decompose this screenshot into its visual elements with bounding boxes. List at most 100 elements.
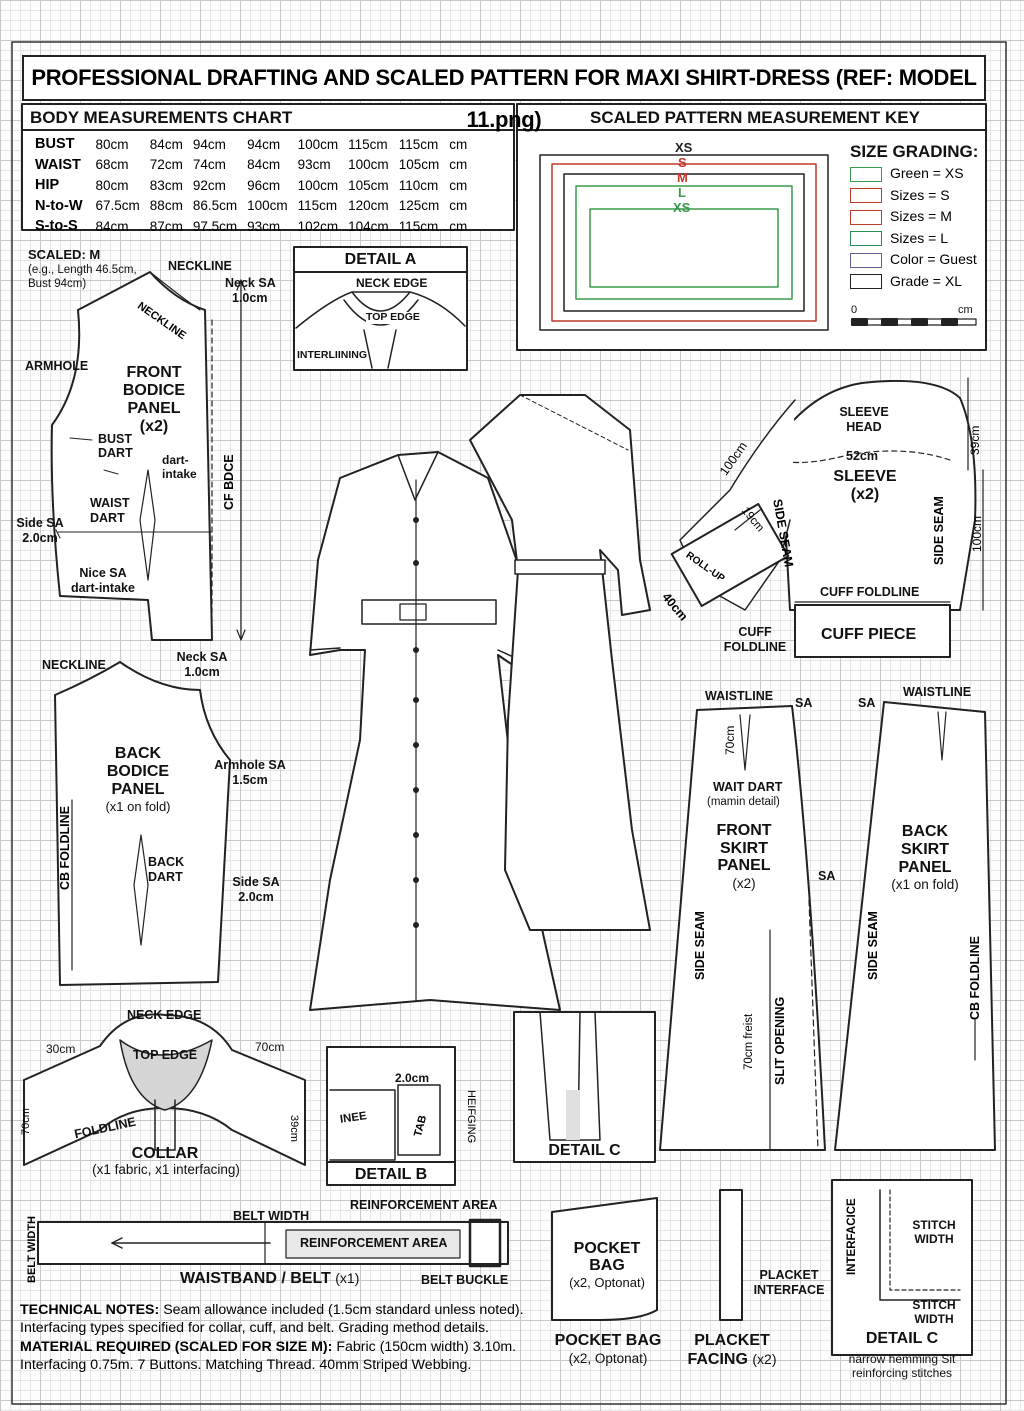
sleeve-cuff-foldline: CUFF FOLDLINE (820, 585, 920, 599)
page-title: PROFESSIONAL DRAFTING AND SCALED PATTERN… (22, 55, 986, 132)
dart-intake-label: dart-intake (162, 453, 197, 481)
detail-a-title: DETAIL A (344, 251, 417, 268)
measurement-unit: cm (449, 136, 468, 152)
grading-swatch (850, 231, 882, 247)
collar-neck-edge: NECK EDGE (127, 1008, 202, 1022)
measurement-value: 102cm (297, 218, 339, 234)
measurement-value: 84cm (247, 157, 281, 173)
placket-interface-1: PLACKET (759, 1268, 819, 1282)
waist-dart-1: WAIST (90, 496, 130, 510)
measurement-unit: cm (449, 198, 468, 214)
front-bodice-title: FRONT BODICE PANEL (x2) (104, 364, 204, 436)
front-bodice-title-2: BODICE (122, 382, 186, 399)
armhole-label: ARMHOLE (25, 359, 89, 373)
reinforcement-top: REINFORCEMENT AREA (350, 1198, 498, 1212)
belt-width-label: BELT WIDTH (233, 1209, 310, 1223)
detail-a-interlining: INTERLIINING (297, 349, 367, 361)
measurement-value: 94cm (192, 136, 226, 152)
measurement-value: 67.5cm (95, 198, 140, 214)
measurement-value: 93cm (247, 218, 281, 234)
front-skirt-title: FRONT SKIRT PANEL (x2) (700, 822, 788, 892)
placket-facing-2: FACING (687, 1351, 748, 1368)
grading-item: Sizes = L (850, 230, 948, 247)
back-side-sa-1: Side SA (232, 875, 280, 889)
collar-width-70: 70cm (255, 1040, 285, 1054)
scaled-size: SCALED: M (28, 247, 101, 262)
belt-title: WAISTBAND / BELT (x1) (180, 1270, 359, 1288)
placket-interface-2: INTERFACE (753, 1283, 825, 1297)
wait-dart-sub: (mamin detail) (707, 796, 780, 808)
front-skirt-title-1: FRONT (716, 822, 772, 839)
measurement-value: 87cm (149, 218, 183, 234)
front-bodice-title-1: FRONT (126, 364, 182, 381)
scale-unit: cm (958, 304, 973, 316)
grading-label: Sizes = S (890, 186, 950, 203)
belt-qty: (x1) (335, 1270, 360, 1286)
sleeve-side-seam-right: SIDE SEAM (932, 496, 946, 565)
detail-b-hem: HEIFGING (465, 1090, 477, 1144)
cb-foldline-label: CB FOLDLINE (58, 805, 72, 890)
back-neckline-label: NECKLINE (42, 658, 106, 672)
back-side-sa-2: 2.0cm (238, 890, 274, 904)
measurement-unit: cm (449, 177, 468, 193)
back-skirt-sub: (x1 on fold) (891, 877, 959, 892)
front-skirt-sa-2: SA (818, 869, 836, 883)
placket-facing-1: PLACKET (694, 1332, 770, 1349)
back-cb-foldline: CB FOLDLINE (968, 935, 982, 1020)
slit-length: 70cm freist (743, 1013, 755, 1070)
material-label: MATERIAL REQUIRED (SCALED FOR SIZE M): (20, 1339, 333, 1355)
scale-zero: 0 (851, 304, 858, 316)
measurement-value: 72cm (149, 157, 183, 173)
back-bodice-title-2: BODICE (106, 763, 170, 780)
size-label-xs-inner: XS (673, 200, 691, 215)
measurement-value: 74cm (192, 157, 226, 173)
front-side-sa-2: 2.0cm (22, 531, 58, 545)
back-skirt-title-2: SKIRT (901, 841, 949, 858)
sleeve-title-2: (x2) (850, 486, 880, 503)
measurement-value: 125cm (398, 198, 440, 214)
sleeve-title-1: SLEEVE (833, 468, 897, 485)
stitch2-1: STITCH (912, 1298, 956, 1312)
back-neck-sa-2: 1.0cm (184, 665, 220, 679)
size-label-l: L (678, 185, 686, 200)
front-skirt-sa: SA (795, 696, 813, 710)
cf-label: CF BDCE (222, 454, 236, 510)
grading-item: Green = XS (850, 165, 964, 182)
belt-width-vertical: BELT WIDTH (26, 1215, 38, 1283)
stitch2-2: WIDTH (914, 1312, 954, 1326)
measurement-value: 97.5cm (192, 218, 238, 234)
measurement-value: 92cm (192, 177, 226, 193)
detail-c-title: DETAIL C (548, 1142, 621, 1159)
sleeve-title: SLEEVE(x2) (820, 468, 910, 504)
measurement-value: 104cm (348, 218, 389, 234)
measurement-value: 83cm (149, 177, 183, 193)
pocket-inner-2: BAG (589, 1257, 625, 1274)
measurement-value: 100cm (297, 177, 339, 193)
back-neck-sa-1: Neck SA (176, 650, 228, 664)
grading-swatch (850, 188, 882, 204)
slit-opening: SLIT OPENING (773, 996, 787, 1085)
pocket-bag-inner: POCKET BAG (x2, Optonat) (560, 1240, 654, 1291)
detail-a-neck-edge: NECK EDGE (356, 276, 428, 290)
back-dart-2: DART (148, 870, 183, 884)
armhole-sa-1: Armhole SA (214, 758, 286, 772)
front-skirt-title-4: (x2) (732, 875, 756, 891)
front-neck-sa-1: Neck SA (225, 276, 276, 290)
measurement-value: 96cm (247, 177, 281, 193)
front-side-seam: SIDE SEAM (693, 911, 707, 980)
material-text: Fabric (150cm width) 3.10m. Interfacing … (20, 1339, 517, 1373)
back-skirt-title-3: PANEL (898, 859, 952, 876)
grading-title: SIZE GRADING: (850, 142, 979, 161)
